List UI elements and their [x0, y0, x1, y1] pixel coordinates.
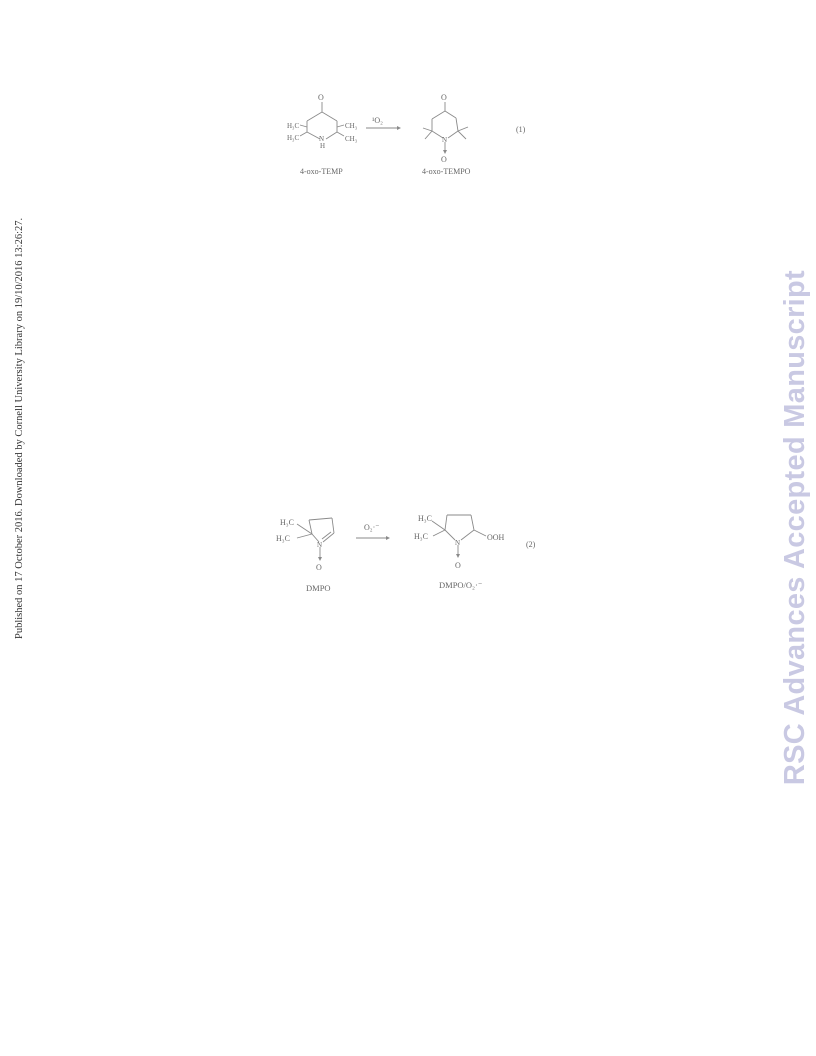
product-name: DMPO/O₂·⁻: [439, 580, 482, 590]
methyl-label: H₃C: [287, 122, 299, 130]
equation-number: (2): [526, 540, 536, 549]
product-name: 4-oxo-TEMPO: [422, 167, 471, 176]
hydroperoxy-label: OOH: [487, 533, 505, 542]
equation-number: (1): [516, 125, 526, 134]
reagent-label: ¹O₂: [372, 116, 383, 125]
reactant-name: 4-oxo-TEMP: [300, 167, 343, 176]
oxygen-label: O: [455, 561, 461, 570]
oxygen-label: O: [318, 93, 324, 102]
nitrogen-label: N: [455, 539, 460, 547]
reactant-dmpo-structure: H₃C H₃C N O: [276, 517, 335, 572]
methyl-label: H₃C: [280, 518, 294, 527]
nitrogen-label: N: [317, 541, 322, 549]
reagent-label: O₂·⁻: [364, 523, 379, 532]
nitrogen-label: N: [442, 136, 447, 144]
oxygen-label: O: [441, 155, 447, 164]
methyl-label: CH₃: [345, 122, 358, 130]
hydrogen-label: H: [320, 142, 325, 150]
reactant-4-oxo-temp-structure: O H₃C H₃C CH₃ CH₃ N H: [287, 93, 358, 150]
oxygen-label: O: [441, 93, 447, 102]
scheme-2: H₃C H₃C N O DMPO O₂·⁻ H₃C H₃C N OOH O: [276, 514, 536, 593]
product-4-oxo-tempo-structure: O N O: [422, 93, 469, 164]
scheme-1: O H₃C H₃C CH₃ CH₃ N H 4-oxo-TEMP ¹O₂: [287, 93, 526, 176]
methyl-label: H₃C: [287, 134, 299, 142]
reactant-name: DMPO: [306, 583, 331, 593]
product-dmpo-adduct-structure: H₃C H₃C N OOH O: [414, 514, 505, 570]
nitrogen-label: N: [319, 135, 324, 143]
methyl-label: H₃C: [418, 514, 432, 523]
methyl-label: H₃C: [414, 532, 428, 541]
oxygen-label: O: [316, 563, 322, 572]
methyl-label: H₃C: [276, 534, 290, 543]
methyl-label: CH₃: [345, 135, 358, 143]
